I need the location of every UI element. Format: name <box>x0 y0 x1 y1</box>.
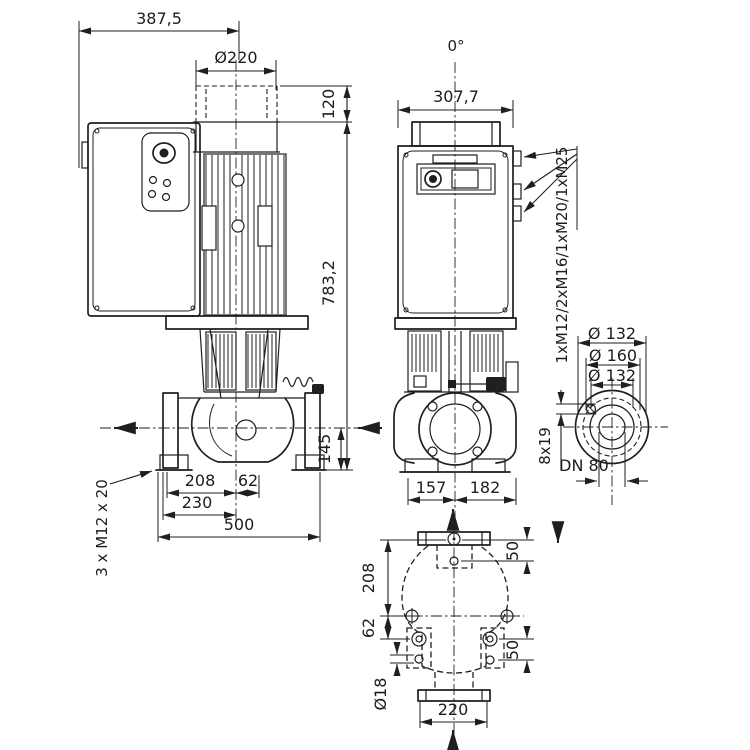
dim-raised-face: Ø 132 <box>588 366 636 385</box>
dim-outer: Ø 132 <box>588 324 636 343</box>
label-nominal-diameter: DN 80 <box>559 456 609 475</box>
screw <box>190 128 196 134</box>
screw <box>502 152 508 158</box>
volute-footprint <box>401 545 509 674</box>
dim-overall-width: 387,5 <box>136 9 182 28</box>
cable-connector <box>312 384 324 394</box>
bore-circle <box>598 413 626 441</box>
foot <box>471 458 506 473</box>
dim-total-height: 783,2 <box>319 260 338 306</box>
button <box>147 189 157 199</box>
side-view-dimensions: 387,5 Ø220 120 783,2 145 208 62 230 500 … <box>78 9 353 577</box>
control-module-side <box>81 122 201 317</box>
flange-hole <box>447 532 461 546</box>
control-knob <box>424 170 442 188</box>
button <box>161 192 171 202</box>
screw <box>502 307 508 313</box>
button <box>162 178 172 188</box>
fan-cover-dashed-section <box>193 85 280 153</box>
cable-gland <box>512 183 522 200</box>
flange-dimensions: Ø 132 Ø 160 Ø 132 8x19 DN 80 <box>536 324 648 544</box>
dim-fan-height: 120 <box>319 89 338 120</box>
dim-axis-offset: 62 <box>238 471 258 490</box>
plan-outline <box>401 531 515 702</box>
tapped-hole <box>449 556 459 566</box>
label-angle: 0° <box>447 37 464 55</box>
terminal-lug <box>257 205 273 247</box>
note-bolt-holes: 8x19 <box>536 427 554 465</box>
dim-foot-distance: 230 <box>182 493 213 512</box>
dim-right-of-axis: 182 <box>470 478 501 497</box>
front-view-dimensions: 157 182 <box>407 478 517 531</box>
vent-slot <box>432 154 478 164</box>
flange-outer-circle <box>574 389 650 465</box>
dim-axis-to-base: 145 <box>315 434 334 465</box>
bolt-hole <box>427 446 438 457</box>
fan-cover-front <box>411 121 501 147</box>
plan-view: 208 62 Ø18 50 50 220 <box>359 527 534 750</box>
dim-flange-to-axis: 208 <box>185 471 216 490</box>
module-base-plate <box>394 317 517 330</box>
screw <box>94 128 100 134</box>
hmi-panel <box>141 132 190 212</box>
display-panel <box>416 163 496 195</box>
motor-side <box>165 153 309 330</box>
note-foot-thread: 3 x M12 x 20 <box>93 479 111 577</box>
dim-port-to-port: 500 <box>224 515 255 534</box>
motor-base-plate <box>165 315 309 330</box>
foot <box>404 458 439 473</box>
bolt-hole <box>427 401 438 412</box>
module-front <box>394 121 522 330</box>
drain-hole <box>414 654 424 664</box>
left-foot-outline <box>406 627 432 669</box>
right-foot-outline <box>480 627 505 669</box>
screw <box>94 305 100 311</box>
cable-gland <box>512 150 522 167</box>
dim-hole-spacing-bottom: 50 <box>503 640 522 660</box>
dim-base-width: 220 <box>438 700 469 719</box>
dim-hole-spacing-top: 50 <box>503 541 522 561</box>
bolt-circle <box>582 397 642 457</box>
suction-flange <box>162 392 179 469</box>
screw <box>403 307 409 313</box>
dim-module-width: 307,7 <box>433 87 479 106</box>
cable-gland-callout: 1xM12/2xM16/1xM20/1xM25 <box>523 146 578 364</box>
screw <box>403 152 409 158</box>
foot-bolt-hole <box>482 631 498 647</box>
note-cable-glands: 1xM12/2xM16/1xM20/1xM25 <box>553 147 571 364</box>
dim-axis-to-side-holes: 208 <box>359 563 378 594</box>
side-view: 387,5 Ø220 120 783,2 145 208 62 230 500 … <box>78 9 382 577</box>
control-knob <box>152 142 176 164</box>
volute-left-wing <box>393 392 415 464</box>
volute-right-wing <box>495 392 517 464</box>
flange-front <box>393 391 517 473</box>
flange-detail-view: Ø 132 Ø 160 Ø 132 8x19 DN 80 <box>536 324 668 544</box>
dim-hole-diameter: Ø18 <box>371 678 390 711</box>
dim-left-of-axis: 157 <box>416 478 447 497</box>
discharge-flange <box>304 392 321 469</box>
display-window <box>451 169 479 189</box>
bolt-hole <box>472 446 483 457</box>
sensor-cable <box>486 377 506 391</box>
drain-hole <box>485 655 495 665</box>
lantern-front <box>407 330 519 393</box>
cable-gland <box>512 205 522 222</box>
screw <box>190 305 196 311</box>
dim-fan-diameter: Ø220 <box>214 48 257 67</box>
pressure-sensor <box>505 361 519 393</box>
front-view: 0° 307,7 <box>393 37 578 531</box>
bottom-flange <box>417 689 491 702</box>
cable-coil <box>282 376 314 388</box>
foot-bolt-hole <box>411 631 427 647</box>
plan-view-dimensions: 208 62 Ø18 50 50 220 <box>359 527 534 750</box>
dim-side-to-foot-holes: 62 <box>359 618 378 638</box>
lantern-side <box>199 328 324 394</box>
terminal-lug <box>201 205 217 251</box>
button <box>148 175 158 185</box>
raised-face-circle <box>589 404 635 450</box>
dim-bolt-circle: Ø 160 <box>589 346 637 365</box>
volute-side <box>155 328 327 471</box>
bolt-hole <box>472 401 483 412</box>
